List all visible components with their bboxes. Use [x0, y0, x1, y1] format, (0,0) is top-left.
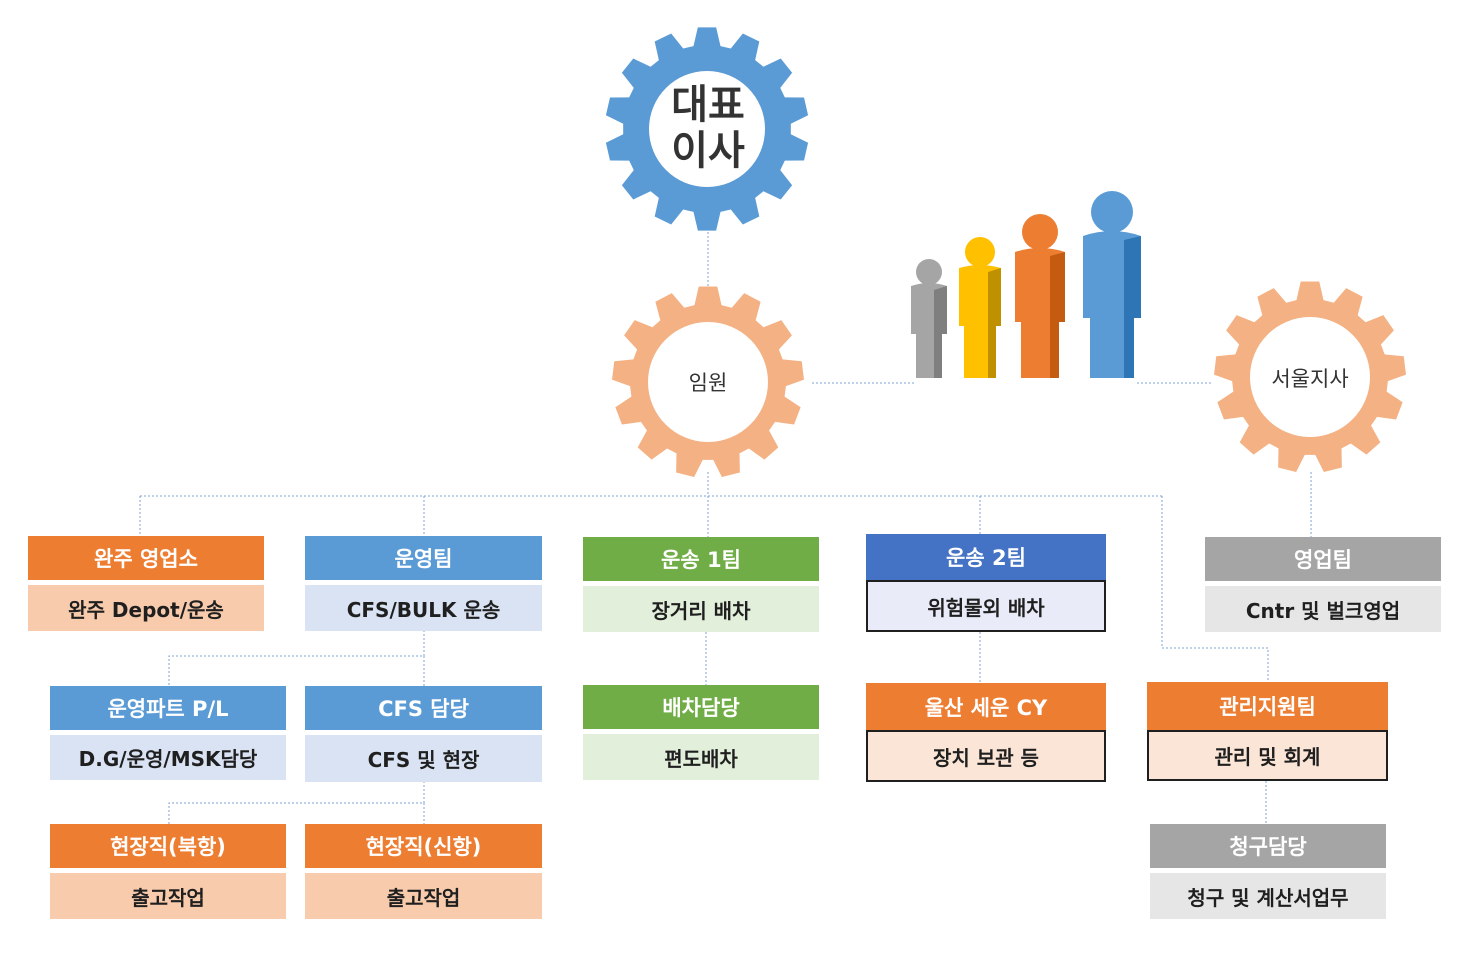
transport1-team-box: 운송 1팀 장거리 배차: [583, 537, 819, 632]
sales-team-desc: Cntr 및 벌크영업: [1205, 586, 1441, 632]
field-new-desc: 출고작업: [305, 873, 542, 919]
sales-team-title: 영업팀: [1205, 537, 1441, 581]
connector-cfs-field: [168, 781, 425, 824]
ulsan-cy-box: 울산 세운 CY 장치 보관 등: [866, 683, 1106, 782]
wanju-branch-box: 완주 영업소 완주 Depot/운송: [28, 536, 264, 631]
field-north-desc: 출고작업: [50, 873, 286, 919]
ceo-label-line2: 이사: [671, 128, 745, 174]
admin-team-title: 관리지원팀: [1147, 682, 1388, 730]
ops-part-box: 운영파트 P/L D.G/운영/MSK담당: [50, 686, 286, 780]
field-new-title: 현장직(신항): [305, 824, 542, 868]
people-icon: [911, 191, 1141, 378]
executive-label: 임원: [688, 371, 728, 395]
gear-shape: [1214, 281, 1406, 472]
person-gray-icon: [911, 259, 947, 378]
billing-desc: 청구 및 계산서업무: [1150, 873, 1386, 919]
ceo-label-line1: 대표: [671, 82, 745, 128]
ops-team-box: 운영팀 CFS/BULK 운송: [305, 536, 542, 631]
ulsan-cy-desc: 장치 보관 등: [866, 730, 1106, 782]
ulsan-cy-title: 울산 세운 CY: [866, 683, 1106, 730]
seoul-branch-label: 서울지사: [1271, 367, 1349, 391]
billing-box: 청구담당 청구 및 계산서업무: [1150, 824, 1386, 919]
field-north-title: 현장직(북항): [50, 824, 286, 868]
wanju-branch-desc: 완주 Depot/운송: [28, 585, 264, 631]
person-orange-icon: [1015, 214, 1065, 378]
person-yellow-icon: [959, 237, 1001, 378]
admin-team-desc: 관리 및 회계: [1147, 730, 1388, 781]
admin-team-box: 관리지원팀 관리 및 회계: [1147, 682, 1388, 781]
gear-shape: [612, 286, 804, 477]
person-blue-icon: [1083, 191, 1141, 378]
dispatch-desc: 편도배차: [583, 734, 819, 780]
cfs-title: CFS 담당: [305, 686, 542, 730]
executive-gear-icon: [612, 286, 804, 477]
wanju-branch-title: 완주 영업소: [28, 536, 264, 580]
ops-part-desc: D.G/운영/MSK담당: [50, 735, 286, 780]
transport2-team-title: 운송 2팀: [866, 534, 1106, 580]
dispatch-title: 배차담당: [583, 685, 819, 729]
ceo-label: 대표 이사: [649, 75, 767, 181]
cfs-desc: CFS 및 현장: [305, 735, 542, 782]
ops-team-desc: CFS/BULK 운송: [305, 585, 542, 631]
connector-admin: [1161, 496, 1269, 682]
cfs-box: CFS 담당 CFS 및 현장: [305, 686, 542, 782]
connector-ops-sub: [168, 630, 425, 686]
sales-team-box: 영업팀 Cntr 및 벌크영업: [1205, 537, 1441, 632]
billing-title: 청구담당: [1150, 824, 1386, 868]
gear-shape: [605, 27, 809, 231]
seoul-gear-icon: [1214, 281, 1406, 472]
transport2-team-box: 운송 2팀 위험물외 배차: [866, 534, 1106, 632]
dispatch-box: 배차담당 편도배차: [583, 685, 819, 780]
ceo-gear-icon: [605, 27, 809, 231]
field-north-box: 현장직(북항) 출고작업: [50, 824, 286, 919]
transport2-team-desc: 위험물외 배차: [866, 580, 1106, 632]
transport1-team-desc: 장거리 배차: [583, 586, 819, 632]
ops-team-title: 운영팀: [305, 536, 542, 580]
field-new-box: 현장직(신항) 출고작업: [305, 824, 542, 919]
ops-part-title: 운영파트 P/L: [50, 686, 286, 730]
transport1-team-title: 운송 1팀: [583, 537, 819, 581]
